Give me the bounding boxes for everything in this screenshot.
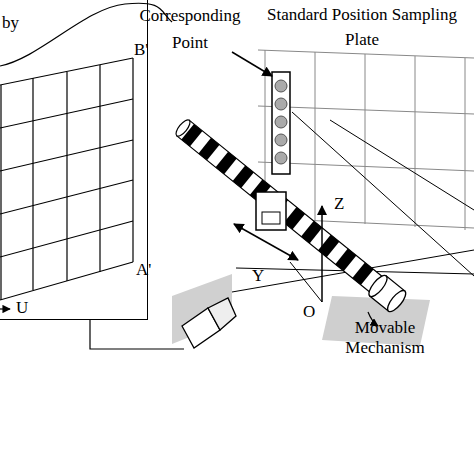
u-axis-arrow bbox=[0, 308, 10, 309]
label-text: Y bbox=[252, 266, 282, 286]
motor-end bbox=[385, 288, 409, 314]
rod-body bbox=[177, 120, 393, 300]
node-text: Standard Position Sampling Plate bbox=[267, 2, 457, 52]
node-text: by bbox=[2, 13, 62, 33]
rod-stripe bbox=[301, 221, 322, 243]
axis-line bbox=[290, 262, 322, 302]
rod-stripe bbox=[233, 166, 254, 188]
distorted-grid bbox=[0, 58, 133, 300]
label-text: Z bbox=[334, 194, 364, 214]
grid-line bbox=[0, 99, 133, 128]
motor bbox=[366, 273, 409, 315]
grid-line bbox=[0, 58, 133, 85]
rod-stripe bbox=[352, 262, 373, 284]
grid-line bbox=[32, 78, 33, 290]
z-axis bbox=[321, 206, 323, 302]
image-frame: by bbox=[0, 0, 148, 320]
grid-line bbox=[0, 85, 1, 300]
grid-line bbox=[0, 262, 133, 300]
label-text: Corresponding Point bbox=[135, 2, 245, 56]
rod-end bbox=[174, 118, 193, 139]
motor-end bbox=[366, 273, 390, 299]
grid-line bbox=[0, 180, 133, 214]
sample-point bbox=[275, 80, 287, 92]
label-text: Movable Mechanism bbox=[335, 318, 435, 358]
carriage-slot bbox=[262, 212, 280, 224]
sample-point bbox=[275, 116, 287, 128]
sample-point bbox=[275, 134, 287, 146]
grid-line bbox=[258, 50, 474, 58]
label-text: A' bbox=[136, 260, 166, 280]
rod-stripe bbox=[216, 152, 237, 174]
grid-line bbox=[365, 54, 366, 224]
camera-lens bbox=[208, 298, 236, 330]
grid-line bbox=[132, 58, 133, 262]
rod-stripe bbox=[335, 249, 356, 271]
label-text: U bbox=[16, 298, 46, 318]
grid-line bbox=[99, 65, 100, 272]
pointer-arrow bbox=[232, 52, 272, 76]
rod-stripes bbox=[181, 124, 390, 299]
label-text: B' bbox=[134, 40, 164, 60]
sample-point bbox=[275, 152, 287, 164]
ray bbox=[330, 120, 474, 210]
striped-rod bbox=[174, 118, 393, 301]
grid-line bbox=[0, 221, 133, 257]
label-text: O bbox=[303, 302, 333, 322]
grid-line bbox=[66, 72, 67, 281]
grid-line bbox=[415, 56, 416, 227]
sampling-plate: Standard Position Sampling Plate bbox=[250, 2, 474, 50]
y-axis-arrow bbox=[234, 224, 298, 260]
sample-column bbox=[272, 72, 290, 174]
rod-stripe bbox=[198, 138, 219, 160]
camera-link-line bbox=[90, 320, 184, 349]
carriage-block bbox=[256, 192, 286, 230]
rod-stripe bbox=[284, 207, 305, 229]
sample-points bbox=[275, 80, 287, 164]
grid-line bbox=[315, 52, 316, 221]
sample-point bbox=[275, 98, 287, 110]
grid-line bbox=[0, 140, 133, 171]
